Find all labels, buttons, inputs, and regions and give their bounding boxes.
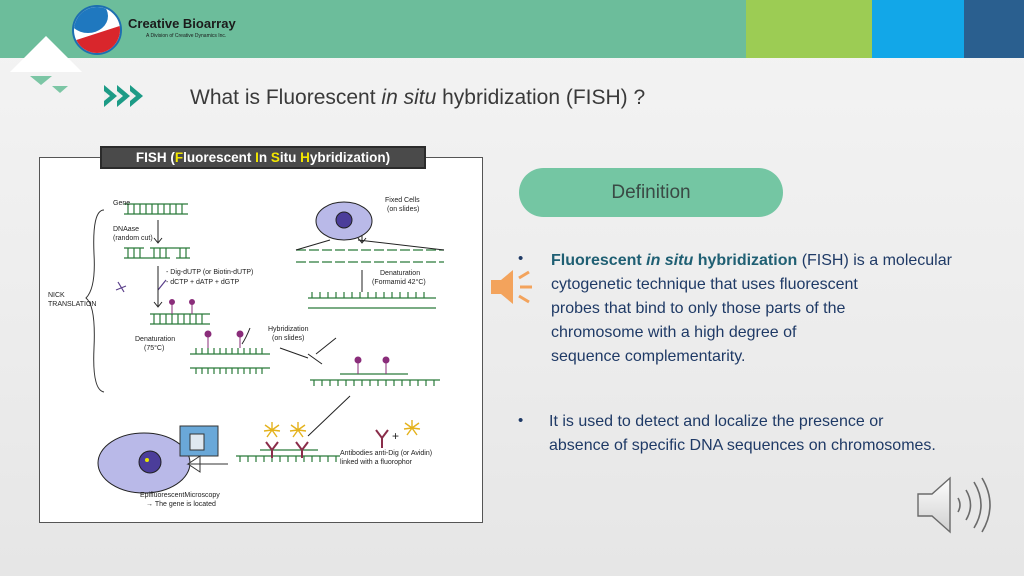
label-dctp: - dCTP + dATP + dGTP [166,279,240,286]
label-75c: (75°C) [144,345,165,352]
label-hyb-on-slides: (on slides) [272,335,305,342]
label-epifluorescent: EpifluorescentMicroscopy [140,492,220,499]
chevron-right-icon [104,85,117,107]
decor-triangle-down [52,86,68,93]
bullet-marker: • [518,412,524,429]
label-on-slides: (on slides) [387,206,420,213]
figure-title: FISH (Fluorescent In Situ Hybridization) [100,146,426,169]
speaker-icon[interactable] [914,474,994,541]
chevron-right-icon [130,85,143,107]
label-hybridization: Hybridization [268,326,309,333]
header-sky-block [872,0,964,58]
label-fixed-cells: Fixed Cells [385,197,420,204]
label-antibodies: Antibodies anti-Dig (or Avidin) [340,450,433,457]
label-nick: NICK [48,292,65,299]
definition-pill: Definition [519,168,783,217]
brand-subtitle: A Division of Creative Dynamics Inc. [146,33,227,39]
decor-triangle-down [30,76,52,85]
fish-diagram-artwork: + [85,201,445,494]
label-translation: TRANSLATION [48,301,97,308]
label-fluorophor: linked with a fluorophor [340,459,412,466]
label-gene-located: → The gene is located [146,501,216,508]
chevron-right-icon [117,85,130,107]
label-dnaase: DNAase [113,226,140,233]
header-lime-block [746,0,872,58]
decor-triangle-up [10,36,82,72]
speaker-icon[interactable] [489,266,537,313]
label-denaturation-75: Denaturation [135,336,176,343]
label-gene: Gene [113,200,131,207]
label-formamid: (Formamid 42°C) [372,279,426,286]
usage-paragraph: It is used to detect and localize the pr… [549,413,936,454]
definition-paragraph: Fluorescent in situ hybridization (FISH)… [551,252,952,365]
header-navy-block [964,0,1024,58]
label-denaturation: Denaturation [380,270,421,277]
label-random-cut: (random cut) [113,235,153,242]
brand-name: Creative Bioarray [128,16,236,31]
bullet-marker: • [518,250,524,267]
fish-diagram: + Gene DNAase (random cut) - Dig-dUTP (o… [39,157,483,523]
svg-text:+: + [392,429,399,443]
label-dig-dutp: - Dig-dUTP (or Biotin-dUTP) [166,269,254,276]
slide-title: What is Fluorescent in situ hybridizatio… [190,86,646,109]
